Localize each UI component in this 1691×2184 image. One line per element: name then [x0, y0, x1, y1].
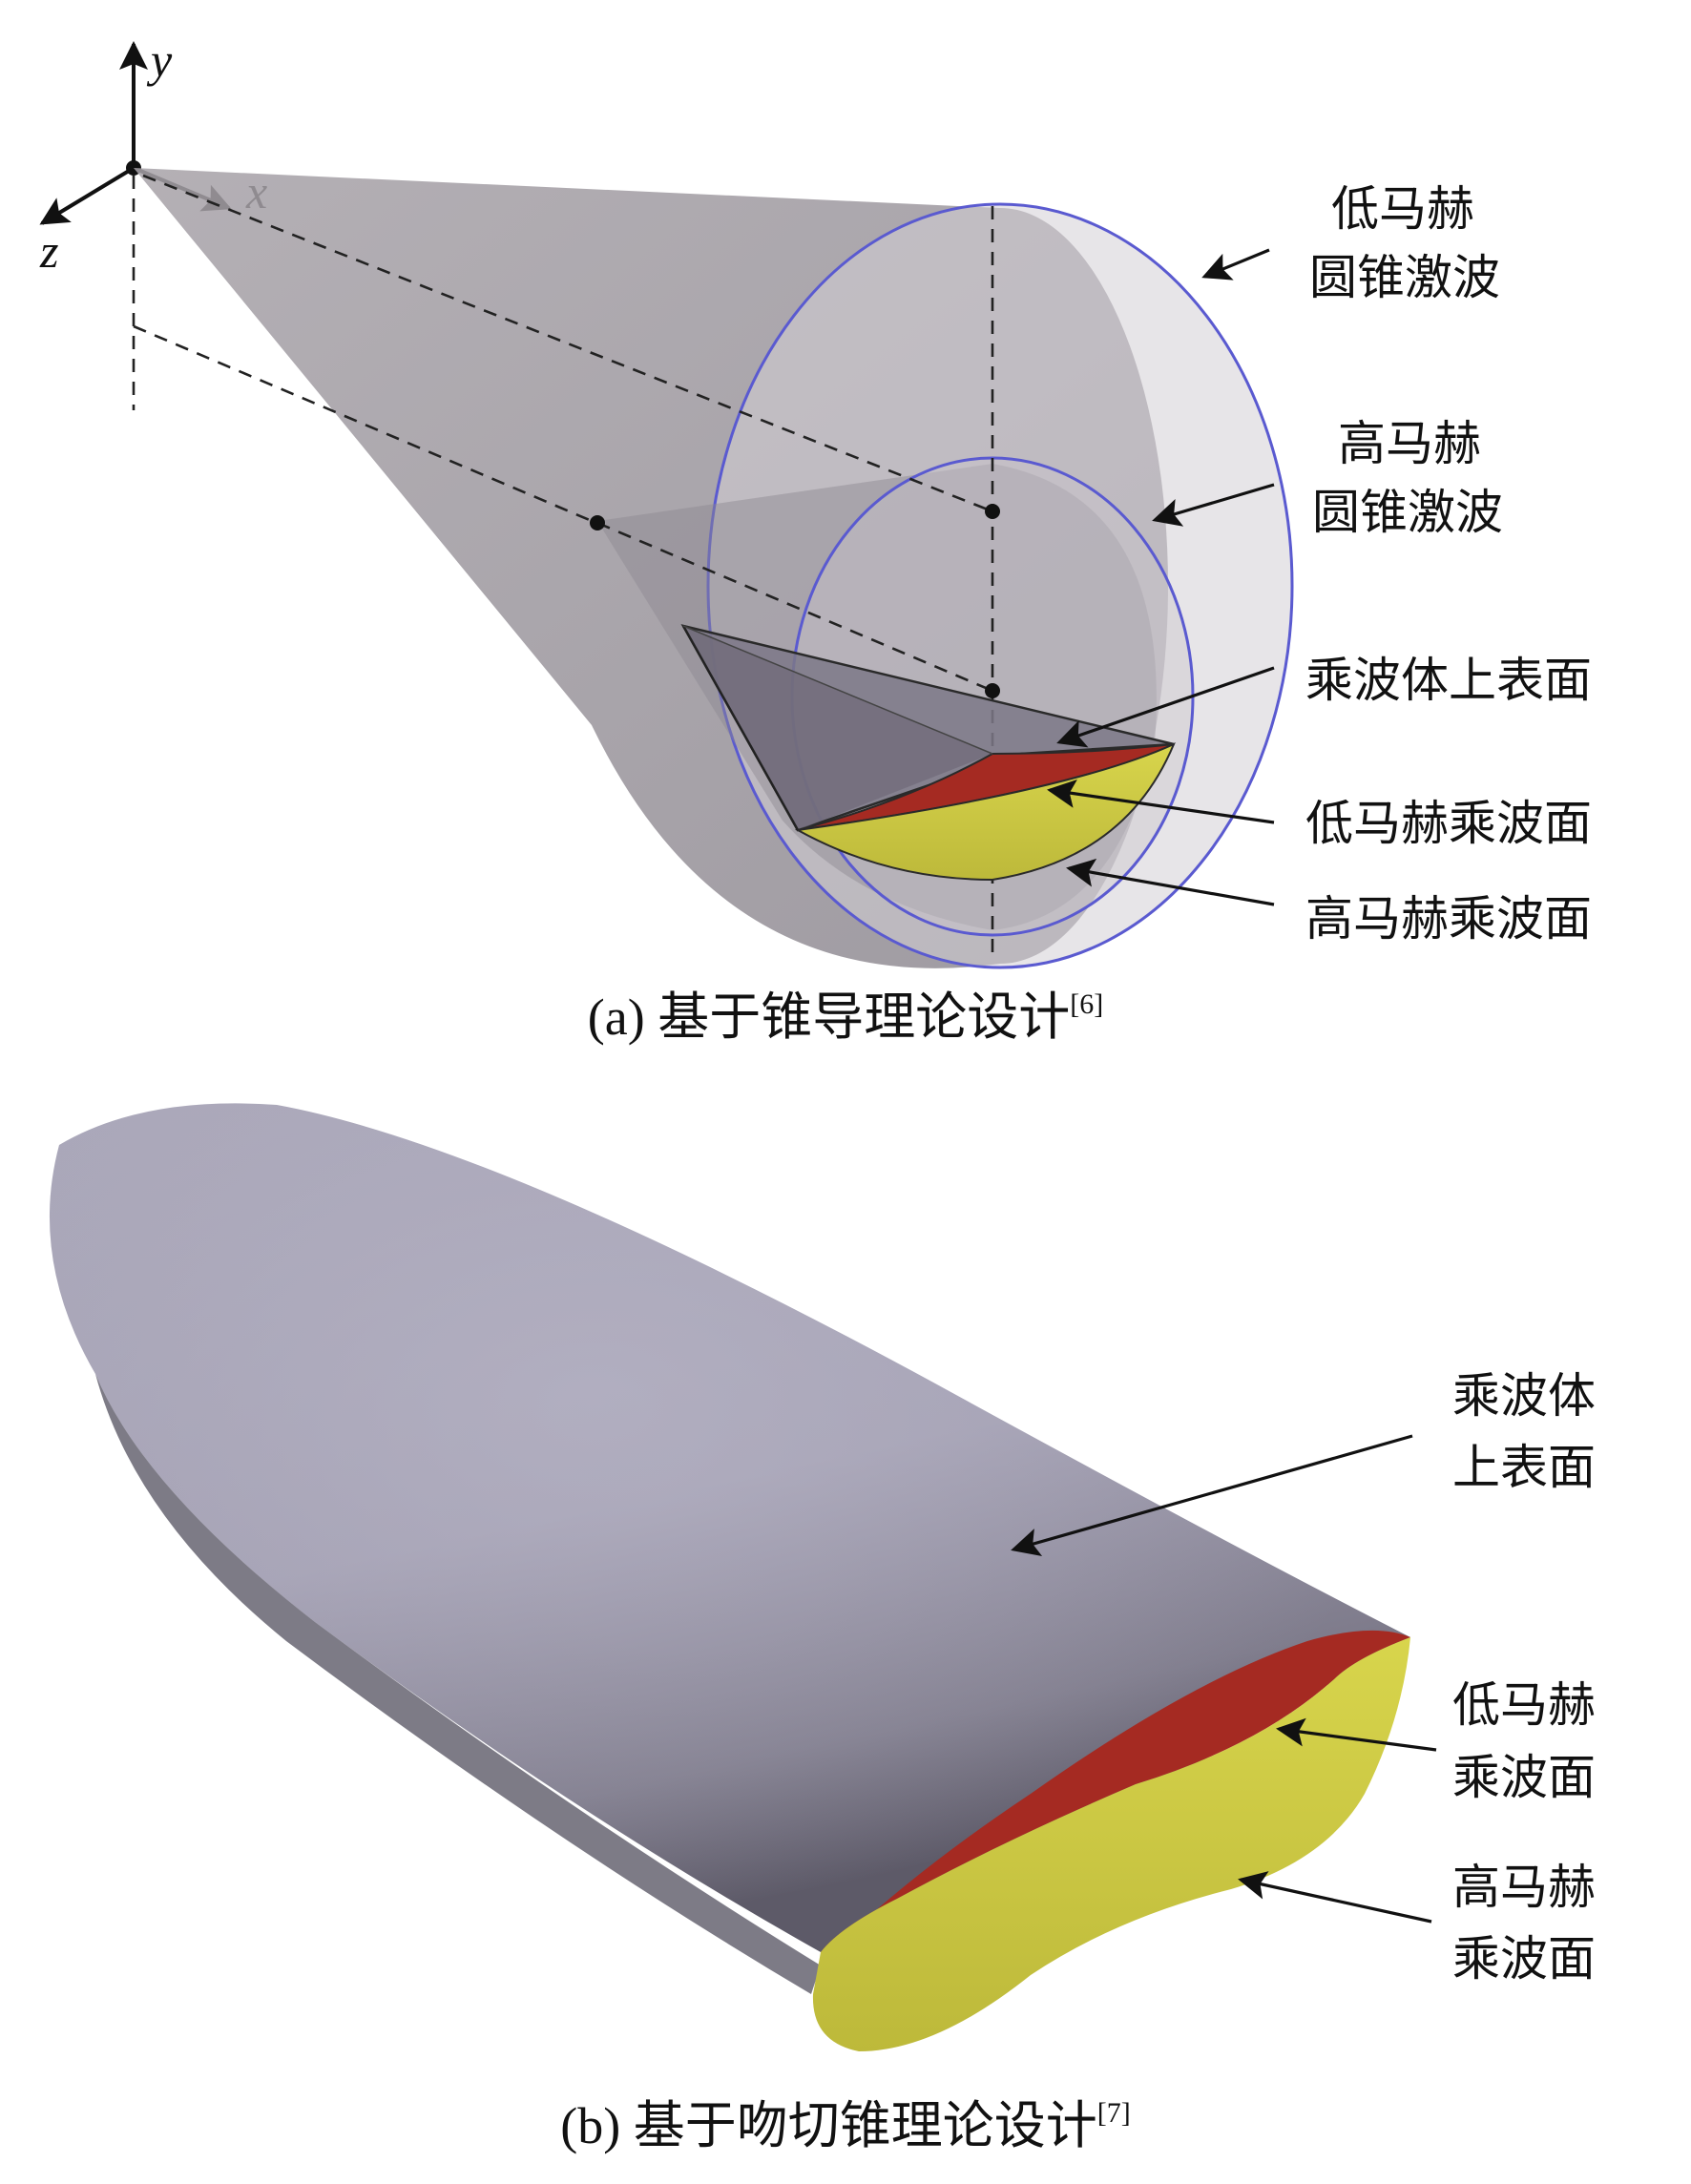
z-axis-arrow	[39, 166, 136, 225]
low-mach-cone-shock-label-2: 圆锥激波	[1309, 250, 1500, 305]
caption-b: (b) 基于吻切锥理论设计[7]	[560, 2097, 1130, 2154]
high-mach-waverider-surface-b	[812, 1637, 1410, 2051]
low-mach-arrow-b	[1276, 1717, 1437, 1752]
low-mach-label-b-2: 乘波面	[1452, 1750, 1596, 1805]
waverider-side-facet	[683, 626, 992, 830]
high-mach-surface-arrow	[1066, 858, 1275, 906]
upper-surface-arrow	[1056, 666, 1275, 748]
leading-edge-line	[681, 625, 800, 831]
upper-surface-label-b-2: 上表面	[1452, 1440, 1596, 1495]
low-mach-cone-shock-arrow	[1201, 248, 1270, 281]
caption-a: (a) 基于锥导理论设计[6]	[588, 988, 1103, 1046]
small-cone-center	[985, 683, 1000, 698]
z-axis-label: z	[39, 224, 58, 278]
upper-surface-label-b-1: 乘波体	[1452, 1368, 1596, 1424]
large-cone-center	[985, 504, 1000, 519]
panel-a-diagram: y x z 低马赫 圆锥激波 高马赫 圆锥	[39, 33, 1592, 1046]
upper-surface-label: 乘波体上表面	[1305, 653, 1592, 708]
low-mach-cone-shock-label-1: 低马赫	[1331, 181, 1474, 237]
high-mach-cone-shock-label-2: 圆锥激波	[1312, 485, 1503, 540]
parallel-dashed-1	[133, 324, 593, 523]
high-mach-label-b-2: 乘波面	[1452, 1931, 1596, 1986]
high-mach-arrow-b	[1238, 1871, 1432, 1924]
low-mach-label-b-1: 低马赫	[1452, 1677, 1596, 1733]
low-mach-surface-arrow	[1047, 780, 1275, 824]
upper-surface-arrow-b	[1011, 1434, 1413, 1557]
facet-line	[682, 625, 993, 755]
high-mach-cone-shock-label-1: 高马赫	[1338, 416, 1481, 471]
low-mach-waverider-surface-b	[821, 1630, 1410, 1952]
high-mach-label-b-1: 高马赫	[1452, 1860, 1596, 1915]
parallel-dashed-2	[596, 521, 993, 693]
high-mach-cone-shock-arrow	[1152, 483, 1275, 527]
high-mach-waverider-label: 高马赫乘波面	[1305, 891, 1592, 946]
body-bottom-edge	[95, 1374, 821, 1994]
y-axis-label: y	[146, 33, 173, 87]
small-cone-apex	[590, 515, 605, 530]
high-mach-waverider-surface	[794, 742, 1176, 882]
low-mach-waverider-label: 低马赫乘波面	[1305, 796, 1592, 851]
panel-b-diagram: 乘波体 上表面 低马赫 乘波面 高马赫 乘波面 (b) 基于吻切锥理论设计[7]	[49, 1103, 1596, 2154]
cone-axis-dashed	[142, 174, 993, 513]
body-highlight	[49, 1103, 1410, 1952]
